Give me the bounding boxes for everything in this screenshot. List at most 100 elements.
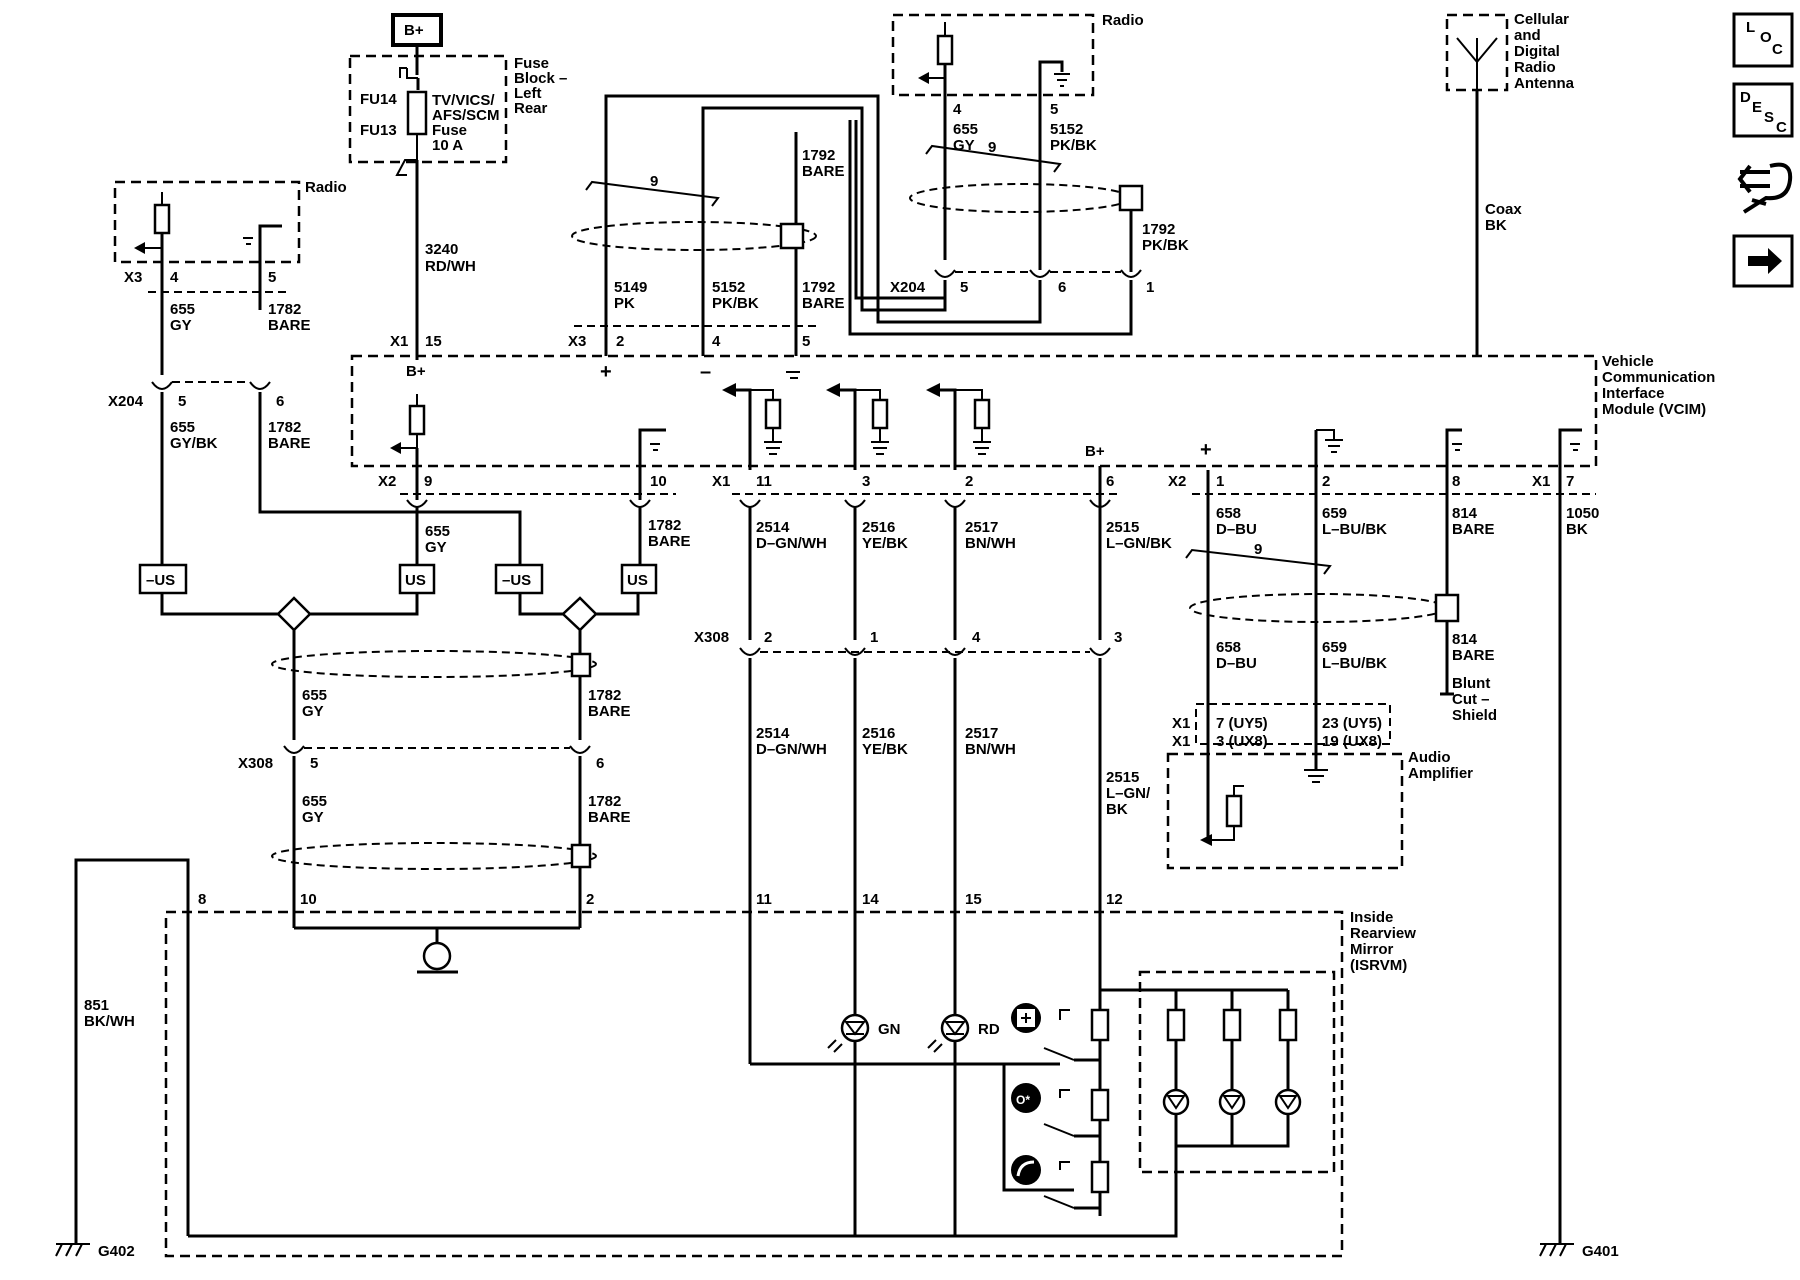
svg-text:O*: O*	[1016, 1093, 1030, 1107]
svg-text:8: 8	[198, 891, 206, 908]
svg-text:X3: X3	[568, 333, 586, 350]
svg-text:Digital: Digital	[1514, 43, 1560, 60]
svg-text:D–BU: D–BU	[1216, 521, 1257, 538]
svg-text:14: 14	[862, 891, 879, 908]
svg-text:Interface: Interface	[1602, 385, 1665, 402]
svg-text:BARE: BARE	[1452, 647, 1495, 664]
svg-text:GY: GY	[302, 703, 324, 720]
splice-diamond-right	[561, 596, 598, 632]
svg-text:6: 6	[276, 393, 284, 410]
svg-text:2517: 2517	[965, 725, 998, 742]
svg-text:2515: 2515	[1106, 769, 1139, 786]
fuse-name-label: TV/VICS/ AFS/SCM Fuse 10 A	[432, 92, 500, 154]
svg-text:9: 9	[650, 173, 658, 190]
svg-text:1792: 1792	[802, 147, 835, 164]
svg-text:X308: X308	[238, 755, 273, 772]
led-red: RD	[927, 1013, 1000, 1053]
svg-text:2: 2	[1322, 473, 1330, 490]
svg-text:658: 658	[1216, 505, 1241, 522]
svg-text:Antenna: Antenna	[1514, 75, 1575, 92]
svg-text:1782: 1782	[588, 687, 621, 704]
svg-text:D–BU: D–BU	[1216, 655, 1257, 672]
svg-text:GY: GY	[302, 809, 324, 826]
svg-text:PK/BK: PK/BK	[1142, 237, 1189, 254]
fuse-symbol	[406, 90, 428, 136]
svg-text:11: 11	[756, 891, 772, 908]
svg-text:+: +	[600, 361, 612, 383]
svg-text:D–GN/WH: D–GN/WH	[756, 535, 827, 552]
emergency-button-icon[interactable]	[1011, 1003, 1041, 1033]
svg-text:6: 6	[1058, 279, 1066, 296]
svg-text:X1: X1	[1172, 715, 1190, 732]
svg-text:2517: 2517	[965, 519, 998, 536]
svg-text:PK: PK	[614, 295, 635, 312]
output-2	[926, 383, 991, 470]
svg-text:C: C	[1776, 119, 1787, 136]
fuse-block-label: Fuse Block – Left Rear	[514, 55, 567, 117]
svg-text:655: 655	[302, 793, 327, 810]
svg-text:5: 5	[310, 755, 318, 772]
svg-text:YE/BK: YE/BK	[862, 535, 908, 552]
svg-text:BK: BK	[1106, 801, 1128, 818]
svg-text:5: 5	[268, 269, 276, 286]
onstar-button-icon[interactable]: O*	[1011, 1083, 1041, 1113]
svg-text:7: 7	[1566, 473, 1574, 490]
svg-text:Audio: Audio	[1408, 749, 1451, 766]
svg-text:X2: X2	[378, 473, 396, 490]
vcim-outline	[350, 354, 1598, 468]
blunt-cut-shield-label: Blunt Cut – Shield	[1452, 675, 1497, 724]
svg-text:Amplifier: Amplifier	[1408, 765, 1473, 782]
svg-text:BK: BK	[1485, 217, 1507, 234]
svg-text:655: 655	[170, 301, 195, 318]
next-arrow-button[interactable]	[1732, 234, 1794, 288]
location-button[interactable]: L O C	[1732, 12, 1794, 68]
svg-text:10: 10	[650, 473, 667, 490]
svg-text:O: O	[1760, 29, 1772, 46]
svg-text:8: 8	[1452, 473, 1460, 490]
top-radio-outline	[891, 13, 1095, 97]
svg-text:BARE: BARE	[588, 703, 631, 720]
svg-text:5152: 5152	[1050, 121, 1083, 138]
svg-text:1792: 1792	[802, 279, 835, 296]
svg-text:Shield: Shield	[1452, 707, 1497, 724]
connector-wrench-icon[interactable]	[1737, 162, 1793, 214]
svg-text:C: C	[1772, 41, 1783, 58]
svg-text:B+: B+	[1085, 443, 1105, 460]
svg-text:2515: 2515	[1106, 519, 1139, 536]
vcim-label: Vehicle Communication Interface Module (…	[1602, 353, 1715, 418]
svg-text:X204: X204	[890, 279, 926, 296]
svg-text:X1: X1	[1532, 473, 1550, 490]
svg-text:Module (VCIM): Module (VCIM)	[1602, 401, 1706, 418]
svg-text:5149: 5149	[614, 279, 647, 296]
ground-g401-label: G401	[1582, 1243, 1619, 1260]
output-3	[826, 383, 889, 470]
antenna-label: Cellular and Digital Radio Antenna	[1514, 11, 1575, 92]
svg-text:15: 15	[965, 891, 982, 908]
svg-text:2: 2	[965, 473, 973, 490]
left-radio-label: Radio	[305, 179, 347, 196]
svg-text:10 A: 10 A	[432, 137, 463, 154]
fu14-label: FU14	[360, 91, 397, 108]
svg-text:12: 12	[1106, 891, 1123, 908]
svg-text:5: 5	[178, 393, 186, 410]
svg-text:Coax: Coax	[1485, 201, 1522, 218]
phone-button-icon[interactable]	[1011, 1155, 1041, 1185]
svg-text:GN: GN	[878, 1021, 901, 1038]
svg-text:23 (UY5): 23 (UY5)	[1322, 715, 1382, 732]
svg-text:–US: –US	[146, 572, 175, 589]
svg-text:1050: 1050	[1566, 505, 1599, 522]
svg-text:9: 9	[1254, 541, 1262, 558]
svg-text:1: 1	[1216, 473, 1224, 490]
svg-text:YE/BK: YE/BK	[862, 741, 908, 758]
svg-text:(ISRVM): (ISRVM)	[1350, 957, 1407, 974]
ground-g402-label: G402	[98, 1243, 135, 1260]
svg-text:and: and	[1514, 27, 1541, 44]
svg-text:X1: X1	[712, 473, 730, 490]
svg-text:X308: X308	[694, 629, 729, 646]
svg-text:2: 2	[586, 891, 594, 908]
svg-text:X1: X1	[390, 333, 408, 350]
description-button[interactable]: D E S C	[1732, 82, 1794, 138]
svg-text:658: 658	[1216, 639, 1241, 656]
svg-text:–: –	[700, 361, 711, 383]
isrvm-outline	[164, 910, 1344, 1258]
